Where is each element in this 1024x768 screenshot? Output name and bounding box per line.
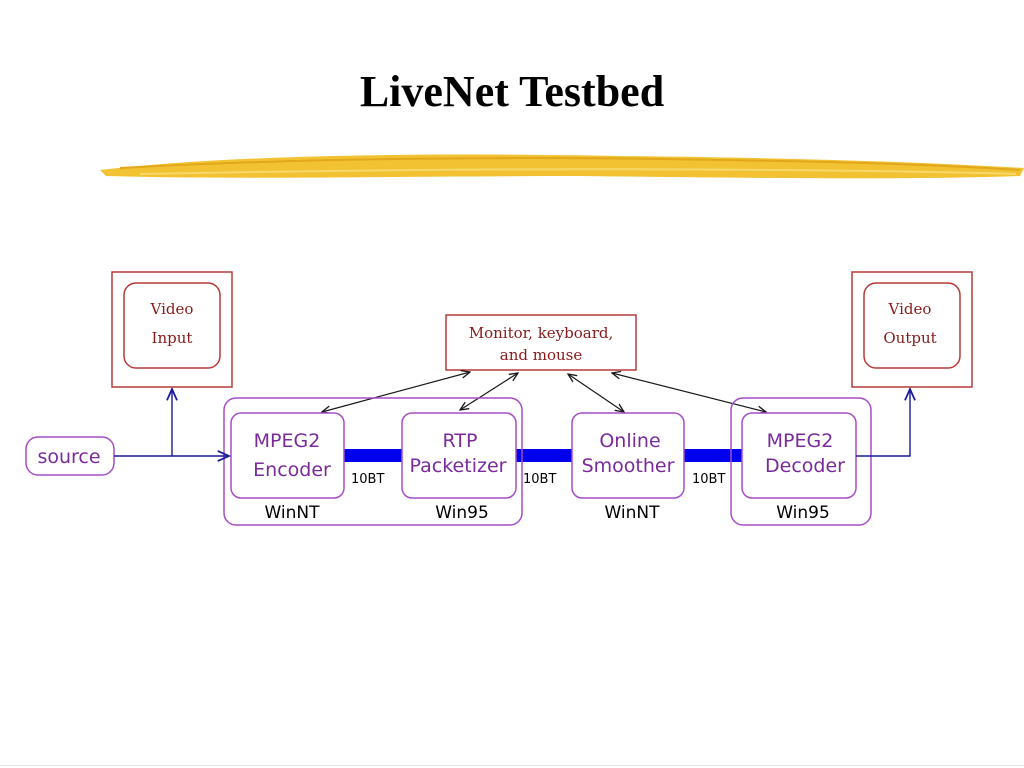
decoder-label-1: MPEG2 [767, 430, 834, 452]
video-output-device: Video Output [851, 271, 973, 388]
packetizer-label-2: Packetizer [410, 455, 507, 477]
monitor-smoother-connector [568, 374, 624, 412]
decoder-os-label: Win95 [776, 503, 830, 523]
title-underline-brushstroke [100, 154, 1024, 179]
encoder-packetizer-link [344, 449, 402, 462]
online-smoother-box: Online Smoother [571, 412, 685, 499]
mpeg2-decoder-box: MPEG2 Decoder [741, 412, 857, 499]
monitor-packetizer-connector [460, 373, 518, 410]
slide-title: LiveNet Testbed [359, 67, 665, 116]
monitor-encoder-connector [322, 372, 470, 412]
encoder-os-label: WinNT [264, 503, 320, 523]
encoder-label-2: Encoder [253, 459, 331, 481]
smoother-label-1: Online [599, 430, 660, 452]
video-input-label-2: Input [152, 329, 193, 347]
smoother-decoder-link [684, 449, 742, 462]
monitor-decoder-connector [612, 373, 766, 412]
decoder-host-group [730, 397, 872, 526]
monitor-keyboard-mouse-box: Monitor, keyboard, and mouse [445, 314, 637, 371]
packetizer-smoother-link [516, 449, 572, 462]
smoother-label-2: Smoother [582, 455, 675, 477]
video-input-label-1: Video [150, 300, 194, 318]
smoother-os-label: WinNT [604, 503, 660, 523]
mpeg2-encoder-box: MPEG2 Encoder [230, 412, 345, 499]
link-label-3: 10BT [692, 472, 725, 487]
link-label-1: 10BT [351, 472, 384, 487]
monitor-label-2: and mouse [500, 346, 583, 364]
encoder-label-1: MPEG2 [254, 430, 321, 452]
packetizer-label-1: RTP [443, 430, 478, 452]
video-input-device: Video Input [111, 271, 233, 388]
monitor-label-1: Monitor, keyboard, [469, 324, 614, 342]
link-label-2: 10BT [523, 472, 556, 487]
source-node: source [25, 436, 115, 476]
rtp-packetizer-box: RTP Packetizer [401, 412, 517, 499]
source-label: source [37, 446, 100, 468]
decoder-label-2: Decoder [765, 455, 845, 477]
video-output-label-2: Output [883, 329, 936, 347]
bottom-divider [0, 765, 1024, 766]
video-output-label-1: Video [888, 300, 932, 318]
decoder-to-video-output-arrow [856, 389, 910, 457]
packetizer-os-label: Win95 [435, 503, 489, 523]
